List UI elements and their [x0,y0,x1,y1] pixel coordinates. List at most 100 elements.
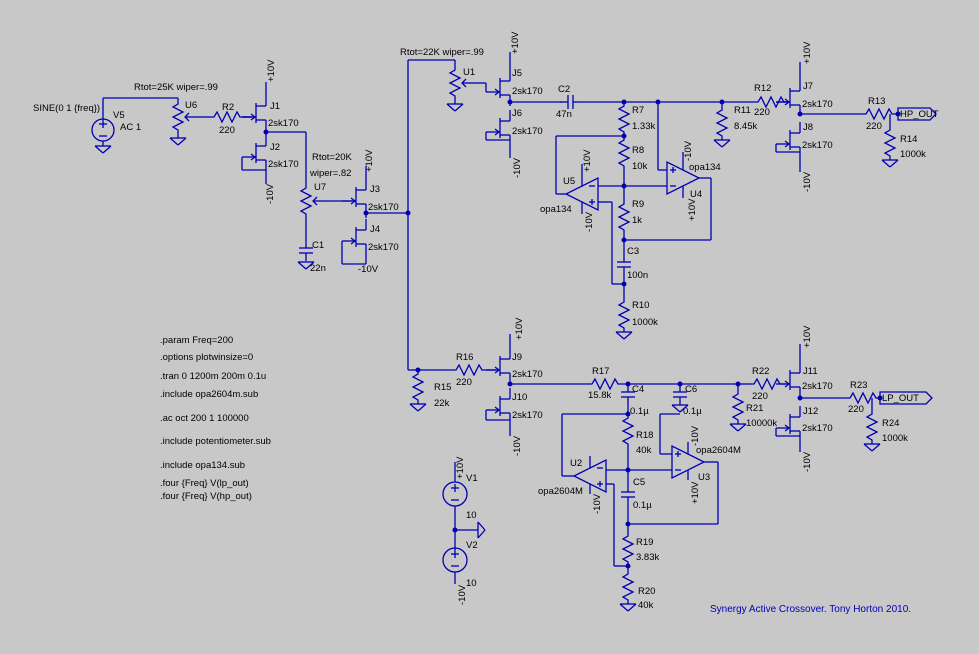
jfet-j3: +10V J3 2sk170 [341,149,399,216]
capacitor-c2: C2 47n [556,84,582,120]
r7-name: R7 [632,105,644,116]
j11-name: J11 [803,366,818,377]
j10-vneg: -10V [512,435,523,456]
resistor-r15: R15 22k [409,369,451,412]
directive-four-lp: .four {Freq} V(lp_out) [160,478,249,489]
v1-vpos: +10V [455,456,466,479]
r15-name: R15 [434,382,451,393]
r19-value: 3.83k [636,552,659,563]
j1-name: J1 [270,101,280,112]
directive-include-opa134: .include opa134.sub [160,460,245,471]
r9-name: R9 [632,199,644,210]
u2-model: opa2604M [538,486,583,497]
j4-model: 2sk170 [368,242,399,253]
r21-name: R21 [746,403,763,414]
resistor-r14: R14 1000k [881,114,926,168]
r7-value: 1.33k [632,121,655,132]
j6-vneg: -10V [512,157,523,178]
directive-include-opa2604m: .include opa2604m.sub [160,389,258,400]
j2-vneg: -10V [265,183,276,204]
capacitor-c4: C4 0.1µ [620,383,649,417]
u4-model: opa134 [689,162,721,173]
r12-name: R12 [754,83,771,94]
r17-value: 15.8k [588,390,611,401]
vsource-v1: +10V V1 10 [442,456,478,521]
j4-vneg: -10V [358,264,379,275]
u7-param1: Rtot=20K [312,152,353,163]
jfet-j9: +10V J9 2sk170 [485,317,543,385]
r11-value: 8.45k [734,121,757,132]
resistor-r7: R7 1.33k [618,101,655,137]
j5-model: 2sk170 [512,86,543,97]
resistor-r23: R23 220 [845,380,881,415]
c2-name: C2 [558,84,570,95]
u3-vpos: +10V [690,481,701,504]
r18-name: R18 [636,430,653,441]
j9-model: 2sk170 [512,369,543,380]
j8-name: J8 [803,122,813,133]
u4-vpos: +10V [687,198,698,221]
capacitor-c3: C3 100n [616,246,648,281]
r24-value: 1000k [882,433,908,444]
j12-model: 2sk170 [802,423,833,434]
lp-out-port: LP_OUT [879,391,933,405]
j3-model: 2sk170 [368,202,399,213]
jfet-j4: J4 2sk170 -10V [341,218,399,275]
r22-value: 220 [752,391,768,402]
u1-param: Rtot=22K wiper=.99 [400,47,484,58]
r10-value: 1000k [632,317,658,328]
resistor-r2: R2 220 [209,102,252,136]
r8-value: 10k [632,161,648,172]
resistor-r18: R18 40k [622,413,653,456]
j11-vpos: +10V [802,325,813,348]
r13-value: 220 [866,121,882,132]
r15-value: 22k [434,398,450,409]
r8-name: R8 [632,145,644,156]
resistor-r21: R21 10000k [729,384,777,432]
jfet-j8: J8 2sk170 -10V [775,121,833,192]
jfet-j7: +10V J7 2sk170 [775,41,833,117]
pot-u7: Rtot=20K wiper=.82 U7 [300,132,353,240]
j9-name: J9 [512,352,522,363]
r23-value: 220 [848,404,864,415]
v2-vneg: -10V [457,584,468,605]
j8-vneg: -10V [802,171,813,192]
hp-out-port: HP_OUT [897,107,939,121]
u2-vneg: -10V [592,493,603,514]
pot-u1: Rtot=22K wiper=.99 U1 [400,47,487,112]
jfet-j11: +10V J11 2sk170 [775,325,833,399]
u5-vpos: +10V [582,149,593,172]
jfet-j6: J6 2sk170 -10V [485,108,543,178]
c3-value: 100n [627,270,648,281]
r2-name: R2 [222,102,234,113]
r23-name: R23 [850,380,867,391]
r12-value: 220 [754,107,770,118]
vsource-v2: V2 10 -10V [442,540,478,605]
opamp-u2: U2 opa2604M -10V [538,456,615,566]
v1-name: V1 [466,473,478,484]
u5-model: opa134 [540,204,572,215]
opamp-u4: -10V opa134 +10V U4 [624,102,721,241]
resistor-r20: R20 40k [619,566,655,612]
r10-name: R10 [632,300,649,311]
r22-name: R22 [752,366,769,377]
r20-name: R20 [638,586,655,597]
r14-value: 1000k [900,149,926,160]
r11-name: R11 [734,105,751,116]
u6-param: Rtot=25K wiper=.99 [134,82,218,93]
c4-value: 0.1µ [630,406,649,417]
j8-model: 2sk170 [802,140,833,151]
j1-vpos: +10V [266,59,277,82]
resistor-r11: R11 8.45k [713,102,757,148]
c4-name: C4 [632,384,644,395]
resistor-r17: R17 15.8k [587,366,623,401]
resistor-r16: R16 220 [451,352,487,388]
r16-name: R16 [456,352,473,363]
r16-value: 220 [456,377,472,388]
v2-value: 10 [466,578,477,589]
j4-name: J4 [370,224,380,235]
c2-value: 47n [556,109,572,120]
directive-include-potentiometer: .include potentiometer.sub [160,436,271,447]
r19-name: R19 [636,537,653,548]
